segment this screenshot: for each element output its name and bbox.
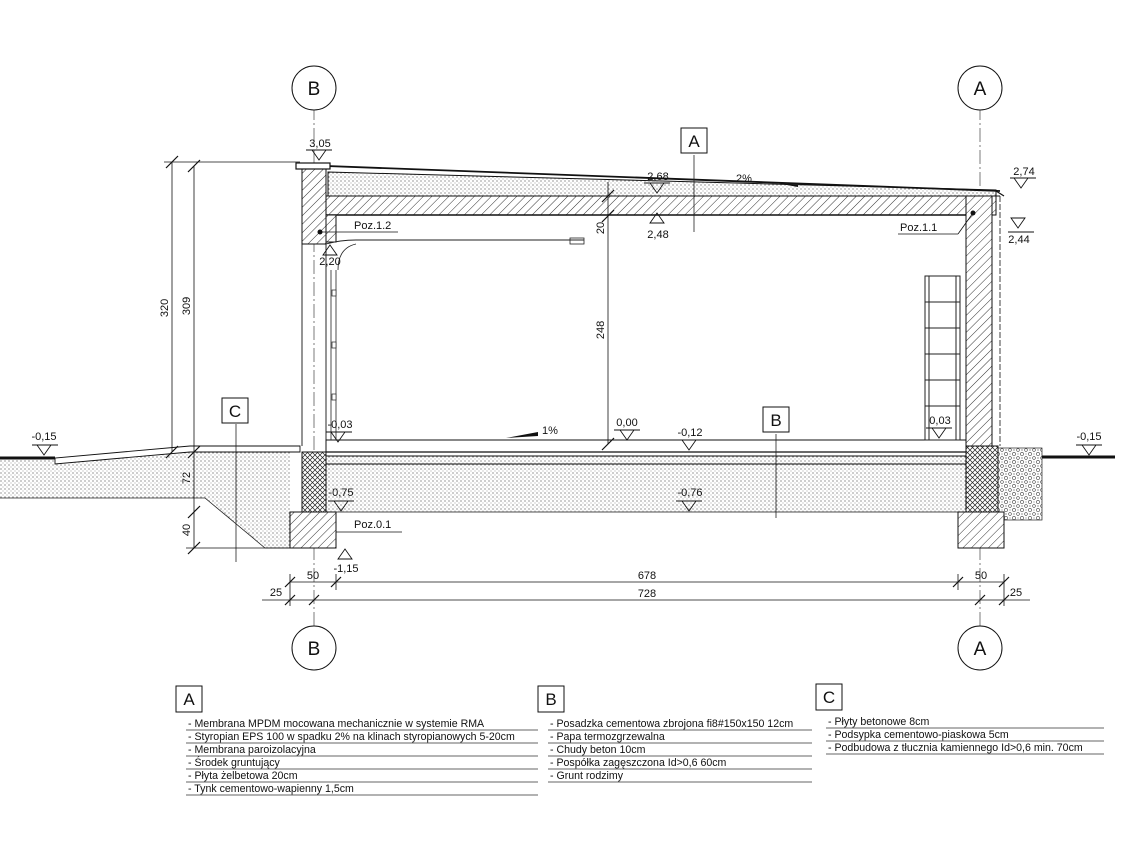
level-foundation-bottom: -1,15	[333, 563, 358, 575]
section-marker-roof: A	[680, 127, 708, 232]
horizontal-dimension-labels: 50 678 50 25 728 25	[270, 570, 1022, 600]
axis-bubble-right-bottom: A	[957, 625, 1003, 671]
level-floor-right: 0,03	[929, 415, 950, 427]
level-roof-bottom: 2,48	[647, 229, 668, 241]
axis-bubble-right-top: A	[957, 65, 1003, 111]
dim-slab: 20	[595, 222, 607, 234]
structure	[289, 162, 1005, 549]
level-markers	[32, 149, 1102, 560]
legend-a-title: A	[183, 690, 195, 709]
dim-offset-left: 25	[270, 587, 282, 599]
level-lintel: 2,20	[319, 256, 340, 268]
callout-ring-beam: Poz.1.1	[900, 222, 937, 234]
floor-section-letter: B	[770, 411, 781, 430]
dim-offset-right: 25	[1010, 587, 1022, 599]
axis-letter-right-top: A	[974, 79, 987, 100]
axis-bubble-left-top: B	[291, 65, 337, 111]
dim-wall-height: 309	[181, 297, 193, 315]
vertical-dimensions	[164, 155, 615, 555]
level-labels: 3,05 2,68 2,48 2,74 2,44 2,20 -0,15 -0,1…	[31, 138, 1101, 575]
dim-wall-right: 50	[975, 570, 987, 582]
ground-section-letter: C	[229, 402, 241, 421]
level-parapet-top: 3,05	[309, 138, 330, 150]
legend-a-line-3: - Membrana paroizolacyjna	[188, 744, 316, 756]
garage-door	[325, 237, 585, 440]
level-right-roof-top: 2,74	[1013, 166, 1034, 178]
dim-clear-height: 248	[595, 321, 607, 339]
roof-slope: 2%	[736, 173, 798, 187]
legend-a-line-5: - Płyta żelbetowa 20cm	[188, 770, 298, 782]
section-marker-floor: B	[762, 406, 790, 518]
level-roof-top: 2,68	[647, 171, 668, 183]
dim-total-height: 320	[159, 299, 171, 317]
legend-c-line-2: - Podsypka cementowo-piaskowa 5cm	[828, 729, 1009, 741]
legend-a-line-1: - Membrana MPDM mocowana mechanicznie w …	[188, 718, 485, 730]
level-door-threshold: -0,03	[327, 419, 352, 431]
legend-b-line-3: - Chudy beton 10cm	[550, 744, 646, 756]
legend-b: B - Posadzka cementowa zbrojona fi8#150x…	[537, 685, 812, 783]
level-ground-left: -0,15	[31, 431, 56, 443]
level-floor-zero: 0,00	[616, 417, 637, 429]
legend-b-line-5: - Grunt rodzimy	[550, 770, 624, 782]
dim-wall-left: 50	[307, 570, 319, 582]
legend-c-title: C	[823, 688, 835, 707]
level-floor-mid: -0,12	[677, 427, 702, 439]
legend-b-line-2: - Papa termozgrzewalna	[550, 731, 665, 743]
level-subbase: -0,76	[677, 487, 702, 499]
legend-a-line-2: - Styropian EPS 100 w spadku 2% na klina…	[188, 731, 515, 743]
axis-letter-left-top: B	[308, 79, 321, 100]
vertical-dimension-labels: 320 309 248 20 72 40	[159, 222, 607, 536]
legend-a: A - Membrana MPDM mocowana mechanicznie …	[175, 685, 538, 796]
ground-lines	[0, 445, 1115, 465]
position-callouts: Poz.1.2 Poz.1.1 Poz.0.1	[320, 212, 974, 533]
floor-slope-label: 1%	[542, 425, 558, 437]
section-marker-ground: C	[221, 397, 249, 562]
wall-ladder	[924, 275, 961, 441]
floor-slope: 1%	[506, 425, 558, 438]
roof-section-letter: A	[688, 132, 700, 151]
roof-slope-label: 2%	[736, 173, 752, 185]
axis-letter-left-bottom: B	[308, 639, 321, 660]
axis-bubble-left-bottom: B	[291, 625, 337, 671]
axis-letter-right-bottom: A	[974, 639, 987, 660]
callout-lintel: Poz.1.2	[354, 220, 391, 232]
dim-found-depth: 72	[181, 472, 193, 484]
dim-inner-span: 678	[638, 570, 656, 582]
legend-c: C - Płyty betonowe 8cm - Podsypka cement…	[815, 683, 1104, 755]
level-foundation-top: -0,75	[328, 487, 353, 499]
legend-c-line-3: - Podbudowa z tłucznia kamiennego Id>0,6…	[828, 742, 1083, 754]
legend-b-title: B	[545, 690, 556, 709]
legend-b-line-4: - Pospółka zagęszczona Id>0,6 60cm	[550, 757, 727, 769]
soil	[0, 447, 1043, 549]
legend-a-line-4: - Środek gruntujący	[188, 756, 281, 769]
horizontal-dimensions	[262, 574, 1030, 606]
level-ground-right: -0,15	[1076, 431, 1101, 443]
legend-c-line-1: - Płyty betonowe 8cm	[828, 716, 929, 728]
legend-a-line-6: - Tynk cementowo-wapienny 1,5cm	[188, 783, 354, 795]
callout-foundation: Poz.0.1	[354, 519, 391, 531]
dim-axis-span: 728	[638, 588, 656, 600]
legend-b-line-1: - Posadzka cementowa zbrojona fi8#150x15…	[550, 718, 793, 730]
dim-footing: 40	[181, 524, 193, 536]
level-right-roof-bottom: 2,44	[1008, 234, 1029, 246]
